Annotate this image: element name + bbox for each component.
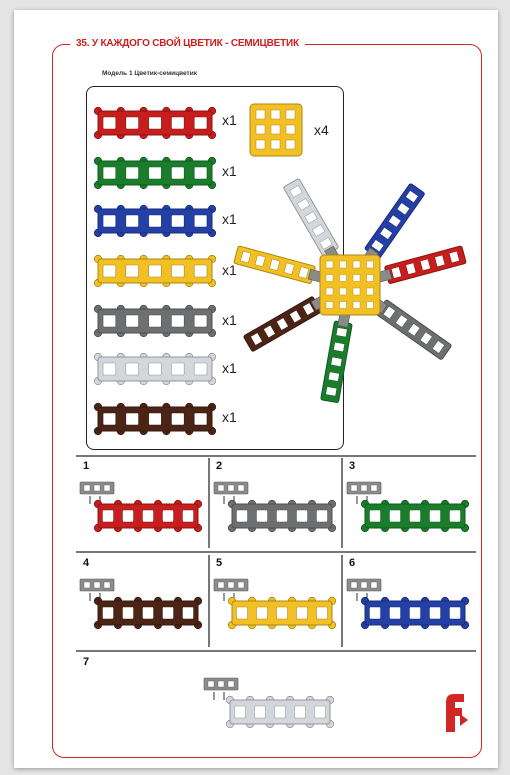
page-title: 35. У КАЖДОГО СВОЙ ЦВЕТИК - СЕМИЦВЕТИК bbox=[70, 38, 305, 49]
brand-logo-icon bbox=[438, 692, 468, 734]
part-count-red: x1 bbox=[222, 112, 237, 128]
grid-divider bbox=[208, 555, 210, 647]
step-number: 7 bbox=[83, 656, 89, 668]
step-number: 2 bbox=[216, 460, 222, 472]
grid-divider bbox=[76, 455, 476, 457]
step-number: 5 bbox=[216, 557, 222, 569]
part-count-green: x1 bbox=[222, 163, 237, 179]
step-number: 6 bbox=[349, 557, 355, 569]
step-number: 1 bbox=[83, 460, 89, 472]
part-count-gray: x1 bbox=[222, 312, 237, 328]
grid-divider bbox=[208, 458, 210, 548]
part-count-lightgray: x1 bbox=[222, 360, 237, 376]
parts-inventory-box bbox=[86, 86, 344, 450]
part-count-blue: x1 bbox=[222, 211, 237, 227]
model-subtitle: Модель 1 Цветик-семицветик bbox=[102, 70, 197, 77]
grid-divider bbox=[341, 458, 343, 548]
step-number: 3 bbox=[349, 460, 355, 472]
grid-divider bbox=[76, 650, 476, 652]
part-count-brown: x1 bbox=[222, 409, 237, 425]
grid-divider bbox=[341, 555, 343, 647]
step-number: 4 bbox=[83, 557, 89, 569]
grid-divider bbox=[76, 551, 476, 553]
part-count-yellow: x1 bbox=[222, 262, 237, 278]
part-count-square: x4 bbox=[314, 122, 329, 138]
